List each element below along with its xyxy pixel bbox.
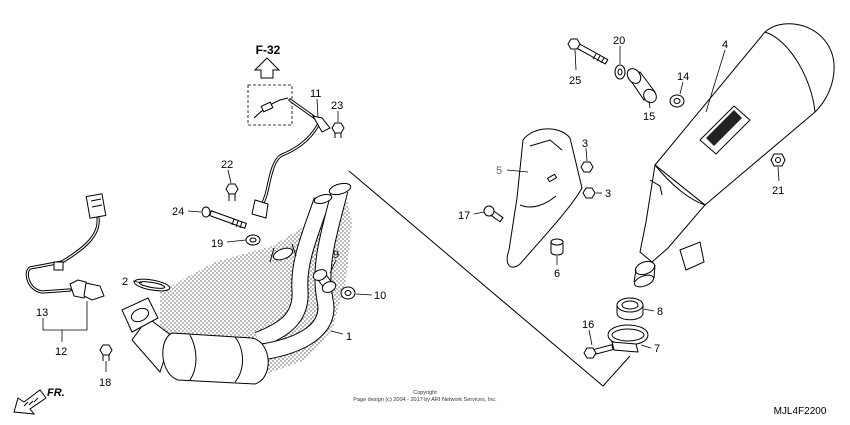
callout-12: 12: [55, 346, 67, 358]
muffler-clamp: [607, 324, 649, 353]
exhaust-pipe: [121, 182, 352, 385]
muffler-label-plate: [706, 110, 742, 146]
callout-1: 1: [346, 331, 352, 343]
callout-5: 5: [496, 165, 502, 177]
gasket: [133, 278, 171, 292]
callout-7: 7: [654, 343, 660, 355]
front-direction-arrow: [13, 389, 47, 415]
header-clamp: [269, 243, 297, 263]
callout-24: 24: [172, 206, 184, 218]
o2-sensor: [25, 193, 107, 301]
nut-upper: [580, 161, 594, 173]
callout-6: 6: [554, 268, 560, 280]
shield-grommet: [550, 238, 564, 256]
muffler-bolt: [567, 38, 609, 65]
callout-13: 13: [36, 307, 48, 319]
callout-2: 2: [122, 276, 128, 288]
pipe-washer: [245, 234, 261, 246]
clamp-bolt: [583, 344, 614, 359]
nut-lower: [582, 187, 596, 199]
muffler-nut: [770, 153, 786, 167]
collar: [669, 94, 685, 108]
callout-4: 4: [722, 39, 728, 51]
heat-shield: [506, 128, 583, 268]
stay-bolt: [225, 183, 239, 201]
diagram-code: MJL4F2200: [774, 406, 827, 417]
assembly-guide-line: [348, 170, 631, 387]
leader-lines: [42, 46, 780, 372]
callout-9: 9: [333, 249, 339, 261]
callout-14: 14: [677, 71, 689, 83]
muffler: [633, 23, 835, 288]
connector-reference-box: [247, 84, 293, 126]
reference-up-arrow: [253, 57, 281, 79]
callout-21: 21: [772, 185, 784, 197]
callout-3-upper: 3: [582, 138, 588, 150]
front-direction-label: FR.: [47, 387, 65, 399]
long-bolt: [201, 206, 248, 229]
washer: [614, 64, 626, 80]
callout-11: 11: [310, 88, 321, 100]
callout-17: 17: [458, 210, 470, 222]
copyright-notice: Page design (c) 2004 - 2017 by ARI Netwo…: [353, 397, 497, 403]
pipe-collar: [340, 286, 356, 300]
shield-bolt: [483, 205, 504, 223]
callout-3-lower: 3: [605, 188, 611, 200]
rubber-grommet: [626, 68, 657, 104]
callout-25: 25: [569, 75, 581, 87]
reference-label: F-32: [256, 43, 281, 57]
callout-18: 18: [99, 377, 111, 389]
callout-16: 16: [582, 319, 594, 331]
callout-23: 23: [331, 100, 343, 112]
callout-10: 10: [374, 290, 386, 302]
sensor-wire-harness: [251, 97, 331, 219]
callout-8: 8: [657, 306, 663, 318]
bracket-bolt: [331, 122, 345, 138]
callout-20: 20: [613, 35, 625, 47]
copyright-title: Copyright: [413, 390, 437, 396]
exhaust-ring: [616, 297, 644, 321]
callout-15: 15: [643, 111, 655, 123]
callout-22: 22: [221, 159, 233, 171]
callout-19: 19: [211, 238, 223, 250]
sensor-bolt: [99, 344, 113, 361]
pipe-grommet: [312, 269, 337, 293]
front-arrow-hatch: [23, 397, 39, 407]
